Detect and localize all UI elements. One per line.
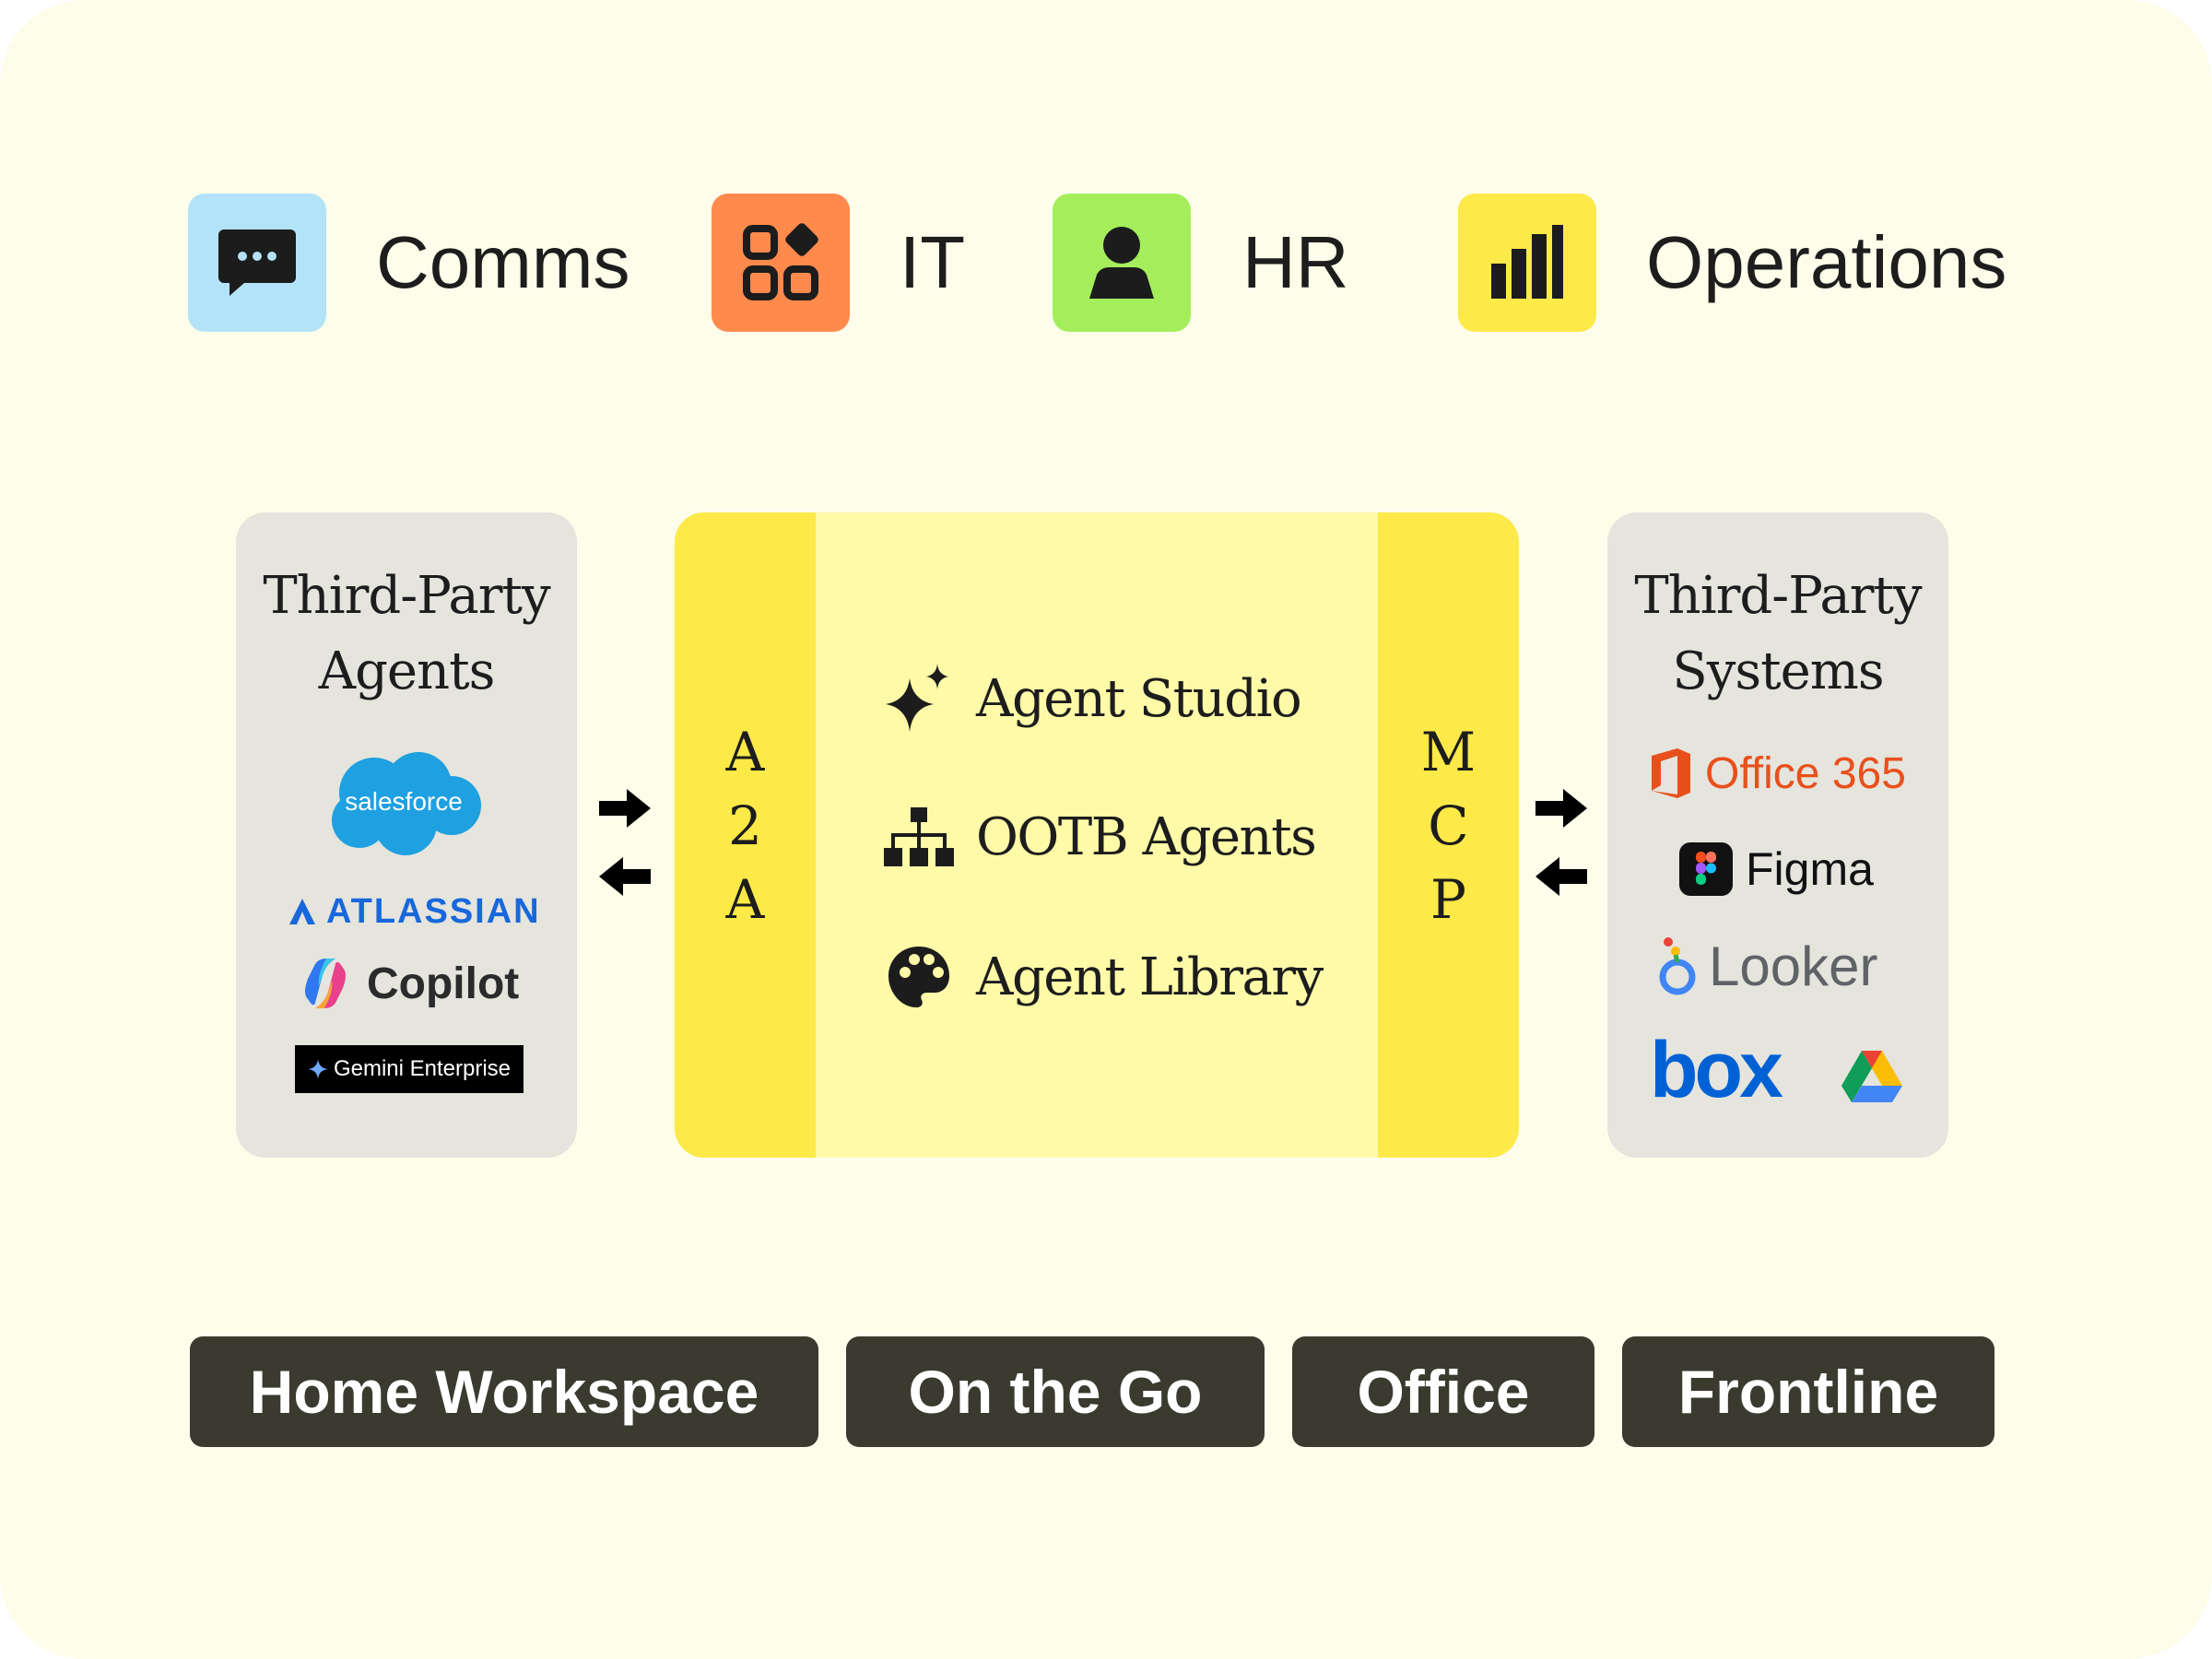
box-wordmark: box [1650, 1025, 1783, 1114]
person-icon [1089, 227, 1154, 299]
mcp-letter: M [1420, 721, 1477, 783]
chat-bubble-icon [218, 229, 296, 296]
panel-title-line: Third-Party [1634, 566, 1922, 626]
salesforce-wordmark: salesforce [345, 787, 463, 816]
looker-wordmark: Looker [1709, 935, 1878, 997]
atlassian-wordmark: ATLASSIAN [326, 891, 541, 931]
google-drive-icon [1841, 1051, 1902, 1102]
core-item-ootb-agents: OOTB Agents [882, 791, 1317, 883]
copilot-wordmark: Copilot [367, 959, 520, 1008]
box-logo: box [1650, 1026, 1783, 1114]
category-label-comms: Comms [376, 221, 630, 303]
comms-tile [188, 194, 326, 332]
third-party-systems-panel: Third-Party Systems Office 365 Figma [1607, 512, 1948, 1158]
core-item-label: OOTB Agents [976, 806, 1317, 867]
core-item-agent-library: Agent Library [882, 931, 1324, 1023]
figma-icon [1679, 842, 1733, 896]
palette-icon [888, 947, 949, 1007]
mcp-letter: C [1428, 794, 1469, 857]
category-label-it: IT [900, 221, 966, 303]
office-365-wordmark: Office 365 [1705, 748, 1906, 798]
panel-title: Third-Party Systems [1607, 559, 1948, 710]
apps-grid-icon [743, 223, 818, 300]
atlassian-mark-icon [289, 899, 315, 924]
pill-on-the-go: On the Go [846, 1336, 1265, 1447]
copilot-logo: Copilot [299, 953, 519, 1014]
operations-tile [1458, 194, 1596, 332]
pill-office: Office [1292, 1336, 1594, 1447]
arrow-left-icon [599, 857, 651, 896]
panel-title-line: Systems [1672, 641, 1884, 701]
mcp-letter: P [1430, 868, 1467, 931]
bar-chart-icon [1491, 225, 1563, 299]
office-365-logo: Office 365 [1648, 743, 1906, 804]
core-item-agent-studio: Agent Studio [882, 653, 1302, 745]
arrow-right-icon [1535, 789, 1587, 828]
a2a-letter: 2 [728, 794, 762, 857]
pill-home-workspace: Home Workspace [190, 1336, 818, 1447]
arrow-right-icon [599, 789, 651, 828]
looker-icon [1659, 937, 1696, 995]
sparkle-icon [886, 664, 948, 732]
arrow-left-icon [1535, 857, 1587, 896]
panel-title: Third-Party Agents [236, 559, 577, 710]
core-item-label: Agent Studio [976, 668, 1302, 729]
hr-tile [1053, 194, 1191, 332]
third-party-agents-panel: Third-Party Agents salesforce ATLASSIAN [236, 512, 577, 1158]
salesforce-logo: salesforce [323, 748, 485, 859]
pill-frontline: Frontline [1622, 1336, 1994, 1447]
salesforce-cloud-icon [332, 752, 481, 855]
gemini-enterprise-wordmark: Gemini Enterprise [333, 1056, 512, 1081]
panel-title-line: Third-Party [263, 566, 550, 626]
agent-platform-core: A 2 A M C P Agent Studio [675, 512, 1519, 1158]
category-label-hr: HR [1242, 221, 1349, 303]
hierarchy-icon [884, 807, 954, 866]
a2a-letter: A [725, 721, 765, 783]
office-icon [1652, 748, 1690, 798]
category-label-operations: Operations [1646, 221, 2007, 303]
figma-wordmark: Figma [1746, 843, 1874, 895]
mcp-band [1378, 512, 1519, 1158]
looker-logo: Looker [1657, 931, 1877, 1001]
a2a-band [675, 512, 816, 1158]
gemini-enterprise-logo: Gemini Enterprise [295, 1045, 524, 1093]
google-drive-logo [1841, 1049, 1902, 1102]
atlassian-logo: ATLASSIAN [288, 888, 541, 935]
core-item-label: Agent Library [976, 947, 1324, 1007]
figma-logo: Figma [1679, 837, 1874, 901]
gemini-sparkle-icon [307, 1059, 328, 1079]
panel-title-line: Agents [318, 641, 496, 701]
copilot-icon [305, 959, 346, 1008]
it-tile [712, 194, 850, 332]
a2a-letter: A [725, 868, 765, 931]
